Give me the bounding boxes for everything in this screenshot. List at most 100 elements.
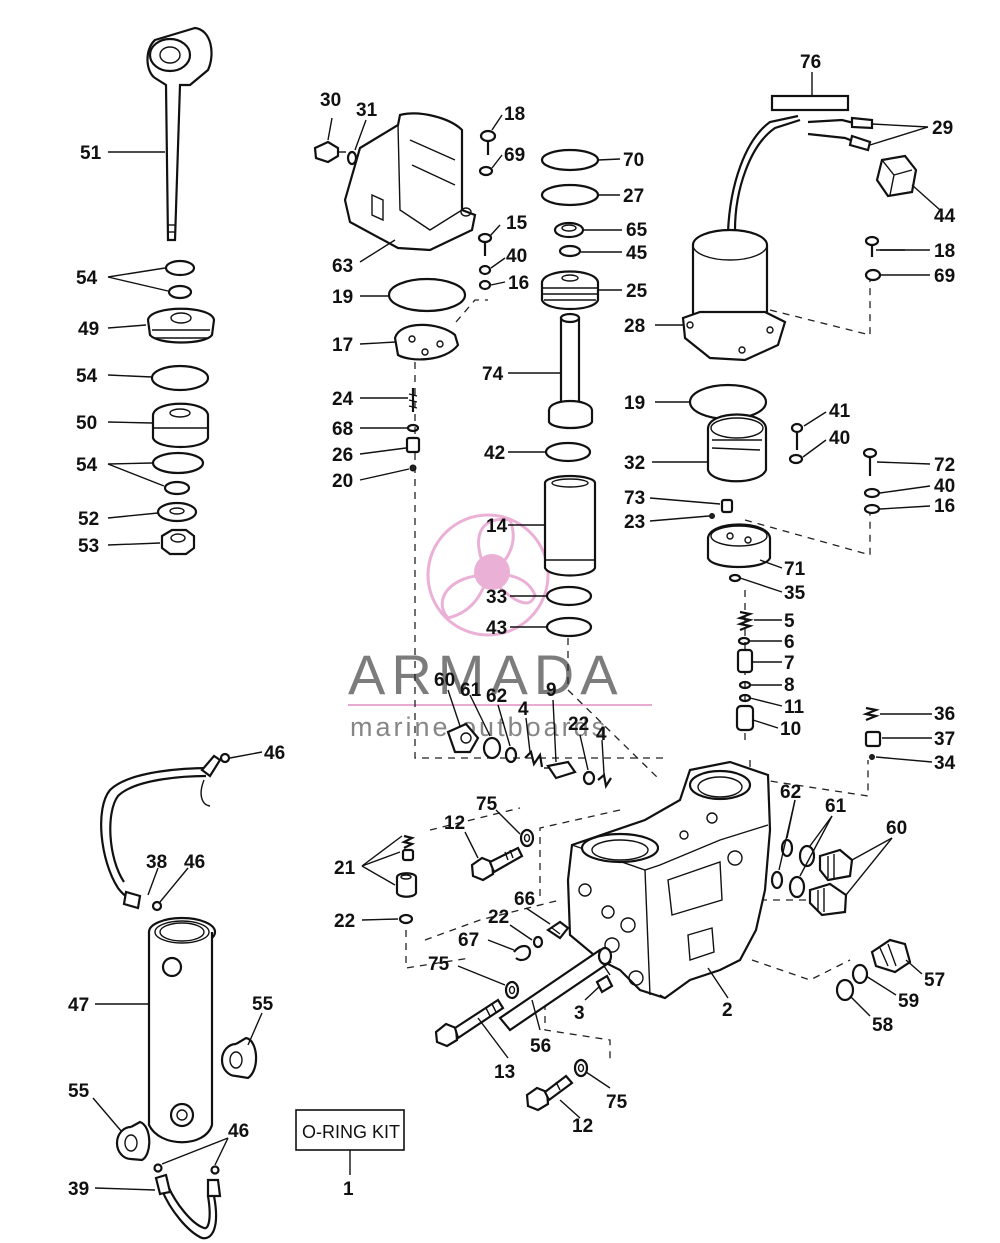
o-ring-kit-callout: O-RING KIT 1 xyxy=(295,1109,405,1200)
callout-30: 30 xyxy=(320,90,341,111)
callout-31: 31 xyxy=(356,100,378,121)
part-34-ball xyxy=(869,754,875,760)
part-46-o-ring-top xyxy=(219,752,231,764)
part-61-o-ring-a xyxy=(798,844,816,868)
callout-41: 41 xyxy=(829,401,851,422)
o-ring-kit-label: O-RING KIT xyxy=(302,1122,400,1142)
part-42-ring xyxy=(544,441,592,463)
callout-16: 16 xyxy=(508,273,529,294)
valve-components xyxy=(735,610,882,760)
callout-57: 57 xyxy=(924,970,945,991)
callout-52: 52 xyxy=(78,509,99,530)
part-61-o-ring-left xyxy=(482,736,502,760)
callout-75: 75 xyxy=(476,794,498,815)
part-65-seal xyxy=(553,221,585,239)
callout-60: 60 xyxy=(886,818,907,839)
callout-54: 54 xyxy=(76,366,98,387)
part-72-screw xyxy=(862,447,878,476)
part-33-ring xyxy=(545,585,593,607)
callout-22: 22 xyxy=(568,714,589,735)
callout-32: 32 xyxy=(624,453,645,474)
callout-69: 69 xyxy=(934,266,955,287)
callout-8: 8 xyxy=(784,675,795,696)
callout-43: 43 xyxy=(486,618,507,639)
part-6-o-ring xyxy=(737,636,751,646)
callout-55: 55 xyxy=(68,1081,90,1102)
part-59-o-ring xyxy=(851,963,869,985)
part-28-motor xyxy=(681,114,801,362)
callout-22: 22 xyxy=(488,907,509,928)
part-54-wiper xyxy=(164,259,196,277)
callout-11: 11 xyxy=(784,697,805,718)
part-71-pump-housing xyxy=(706,523,772,568)
part-58-o-ring xyxy=(835,978,855,1002)
part-56-shaft xyxy=(498,946,613,1032)
part-15-screw xyxy=(477,232,493,256)
part-75-washer-mid xyxy=(504,980,520,1000)
part-67-retainer xyxy=(513,944,532,962)
part-53-nut xyxy=(160,528,196,556)
part-10-valve xyxy=(735,704,755,732)
callout-65: 65 xyxy=(626,220,648,241)
part-36-spring xyxy=(862,706,880,722)
callout-53: 53 xyxy=(78,536,99,557)
part-14-sleeve xyxy=(543,474,597,577)
callout-13: 13 xyxy=(494,1062,515,1083)
callout-18: 18 xyxy=(504,104,525,125)
assembly-guide-lines xyxy=(405,280,871,1060)
part-54-o-ring xyxy=(167,284,193,300)
callout-63: 63 xyxy=(332,256,353,277)
part-40-washer-b xyxy=(788,453,804,465)
part-60-plug-b xyxy=(808,882,848,917)
part-73-valve xyxy=(720,498,734,514)
callout-75: 75 xyxy=(428,954,450,975)
part-46-o-ring-mid xyxy=(151,900,163,912)
part-22-o-ring-a xyxy=(582,770,596,786)
callout-36: 36 xyxy=(934,704,955,725)
electric-motor-assembly xyxy=(681,94,918,583)
part-37-plunger xyxy=(864,730,882,748)
callout-56: 56 xyxy=(530,1036,551,1057)
callout-37: 37 xyxy=(934,729,955,750)
part-39-hydraulic-line xyxy=(154,1173,222,1240)
callout-44: 44 xyxy=(934,206,956,227)
part-16-washer-a xyxy=(478,279,492,291)
callout-54: 54 xyxy=(76,268,98,289)
part-17-cover-plate xyxy=(393,323,460,361)
callout-72: 72 xyxy=(934,455,955,476)
callout-47: 47 xyxy=(68,995,89,1016)
callout-35: 35 xyxy=(784,583,806,604)
part-31-o-ring xyxy=(346,150,358,166)
part-19-o-ring-right xyxy=(688,383,768,421)
callout-71: 71 xyxy=(784,559,806,580)
part-20-ball xyxy=(409,464,417,472)
part-22-o-ring-c xyxy=(532,935,544,949)
part-41-screw xyxy=(790,422,804,450)
part-68-o-ring xyxy=(406,423,420,433)
callout-75: 75 xyxy=(606,1092,628,1113)
part-46-o-ring-right xyxy=(210,1165,220,1175)
part-23-ball xyxy=(709,513,715,519)
callout-2: 2 xyxy=(722,1000,733,1021)
callout-25: 25 xyxy=(626,281,648,302)
part-60-plug-a xyxy=(818,848,854,882)
valve-row-right xyxy=(770,838,912,1002)
callout-69: 69 xyxy=(504,145,525,166)
callout-51: 51 xyxy=(80,143,102,164)
callout-46: 46 xyxy=(184,852,205,873)
part-43-ring xyxy=(545,616,593,638)
callout-49: 49 xyxy=(78,319,99,340)
callout-9: 9 xyxy=(546,680,557,701)
callout-62: 62 xyxy=(780,782,801,803)
part-3-sleeve xyxy=(595,974,614,994)
part-55-bushing-left xyxy=(115,1120,151,1162)
callout-42: 42 xyxy=(484,443,505,464)
part-19-o-ring-left xyxy=(387,277,467,313)
part-62-o-ring-left xyxy=(504,746,518,764)
callout-16: 16 xyxy=(934,496,955,517)
callout-67: 67 xyxy=(458,930,479,951)
callout-28: 28 xyxy=(624,316,645,337)
callout-46: 46 xyxy=(228,1121,249,1142)
callout-40: 40 xyxy=(506,246,527,267)
